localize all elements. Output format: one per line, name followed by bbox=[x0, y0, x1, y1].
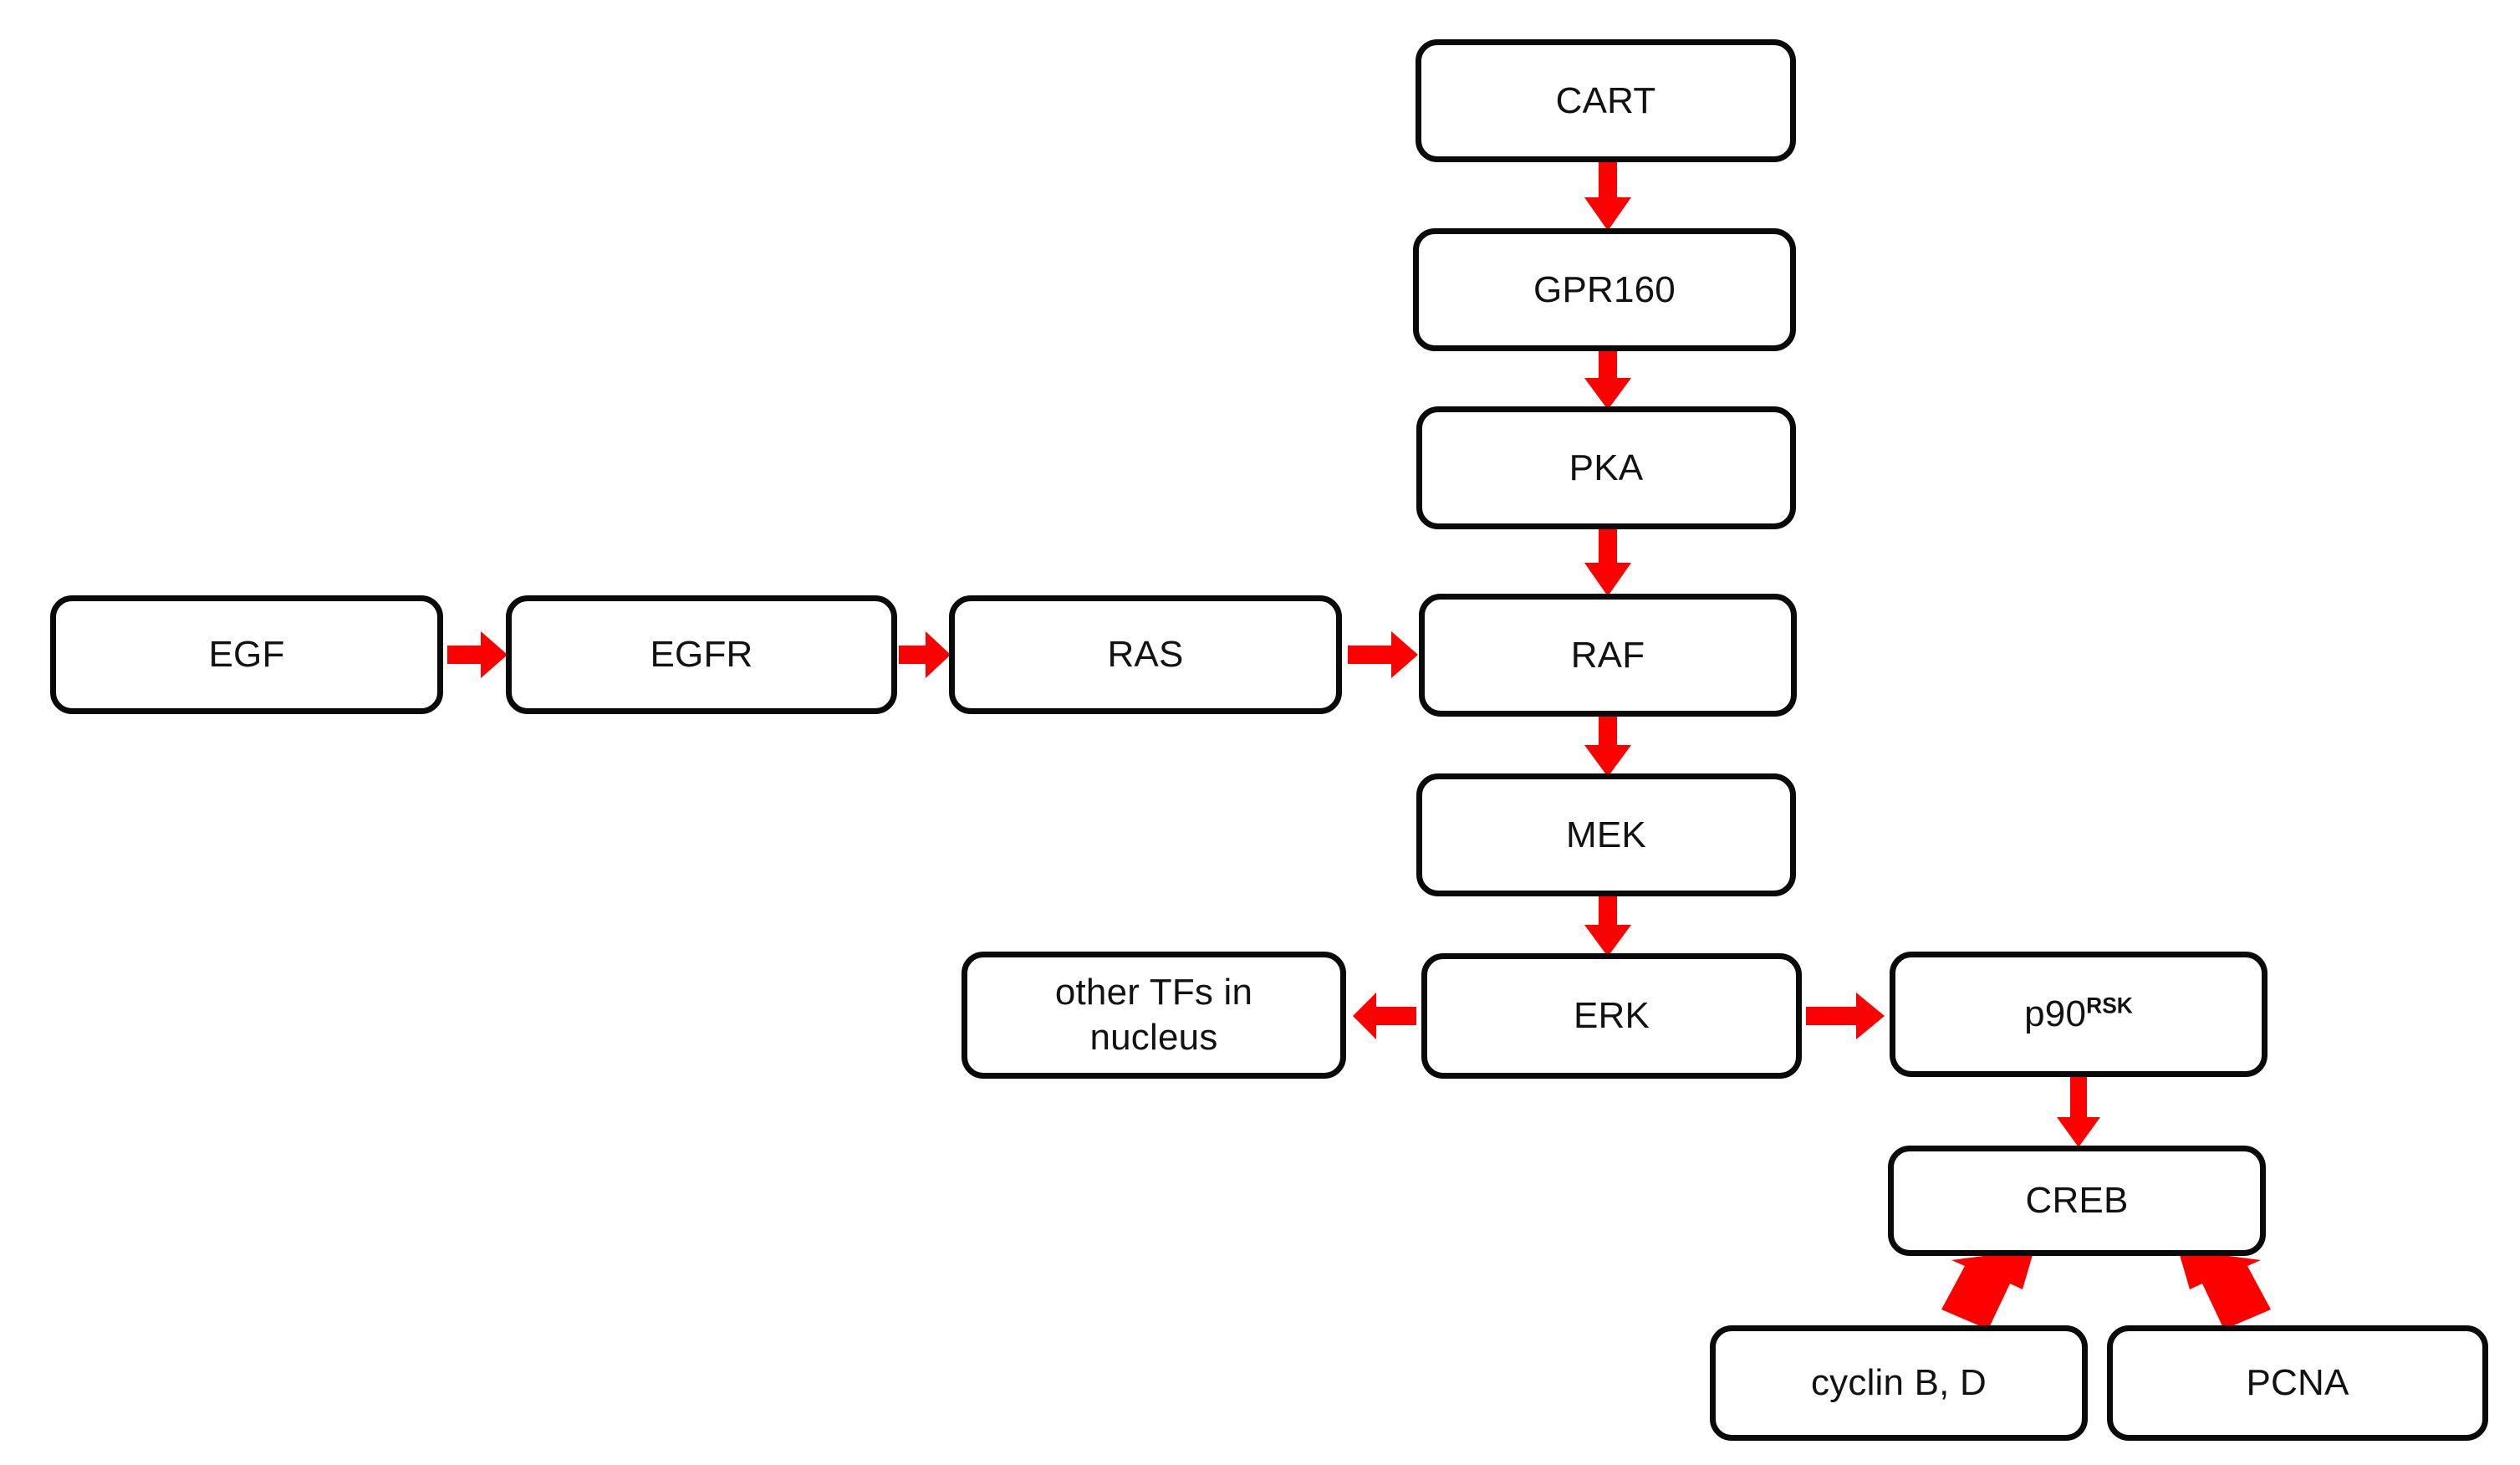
node-pcna-label: PCNA bbox=[2246, 1362, 2349, 1404]
arrow-egf-to-egfr bbox=[447, 629, 509, 681]
node-creb-label: CREB bbox=[2025, 1180, 2129, 1222]
arrow-mek-to-erk bbox=[1579, 893, 1637, 958]
node-erk-label: ERK bbox=[1573, 995, 1650, 1037]
node-egf-label: EGF bbox=[208, 634, 285, 676]
node-pka-label: PKA bbox=[1569, 447, 1644, 488]
node-other-tfs-label: other TFs in nucleus bbox=[1054, 972, 1253, 1058]
arrow-erk-to-p90rsk bbox=[1806, 990, 1886, 1042]
node-cyclin-b-d[interactable]: cyclin B, D bbox=[1710, 1325, 2088, 1441]
node-ras-label: RAS bbox=[1107, 634, 1184, 676]
arrow-gpr160-to-pka bbox=[1579, 348, 1637, 411]
node-cart-label: CART bbox=[1555, 79, 1656, 121]
node-p90rsk-label: p90RSK bbox=[2016, 992, 2141, 1037]
node-ras[interactable]: RAS bbox=[949, 595, 1342, 714]
node-raf-label: RAF bbox=[1570, 634, 1645, 676]
node-egf[interactable]: EGF bbox=[50, 595, 443, 714]
node-egfr-label: EGFR bbox=[650, 634, 753, 676]
node-mek-label: MEK bbox=[1566, 814, 1646, 855]
node-pka[interactable]: PKA bbox=[1416, 406, 1796, 529]
arrow-cart-to-gpr160 bbox=[1579, 159, 1637, 232]
arrow-creb-to-pcna bbox=[2172, 1249, 2273, 1336]
node-p90rsk-base: p90 bbox=[2024, 993, 2087, 1035]
node-p90rsk[interactable]: p90RSK bbox=[1890, 952, 2267, 1077]
arrow-egfr-to-ras bbox=[899, 629, 952, 681]
arrow-erk-to-other-tfs bbox=[1351, 990, 1418, 1042]
node-gpr160-label: GPR160 bbox=[1533, 268, 1676, 310]
node-cart[interactable]: CART bbox=[1416, 39, 1796, 162]
node-other-tfs[interactable]: other TFs in nucleus bbox=[962, 952, 1346, 1079]
node-mek[interactable]: MEK bbox=[1416, 773, 1796, 896]
node-cyclin-b-d-label: cyclin B, D bbox=[1810, 1362, 1987, 1404]
arrow-raf-to-mek bbox=[1579, 713, 1637, 778]
arrow-p90rsk-to-creb bbox=[2053, 1074, 2105, 1149]
node-erk[interactable]: ERK bbox=[1421, 953, 1802, 1079]
arrow-creb-to-cyclin bbox=[1940, 1249, 2040, 1336]
node-pcna[interactable]: PCNA bbox=[2107, 1325, 2488, 1441]
node-creb[interactable]: CREB bbox=[1888, 1146, 2266, 1256]
node-gpr160[interactable]: GPR160 bbox=[1413, 228, 1796, 351]
node-p90rsk-superscript: RSK bbox=[2086, 993, 2133, 1018]
arrow-ras-to-raf bbox=[1348, 629, 1420, 681]
node-raf[interactable]: RAF bbox=[1419, 594, 1797, 717]
arrow-pka-to-raf bbox=[1579, 526, 1637, 598]
node-egfr[interactable]: EGFR bbox=[506, 595, 897, 714]
